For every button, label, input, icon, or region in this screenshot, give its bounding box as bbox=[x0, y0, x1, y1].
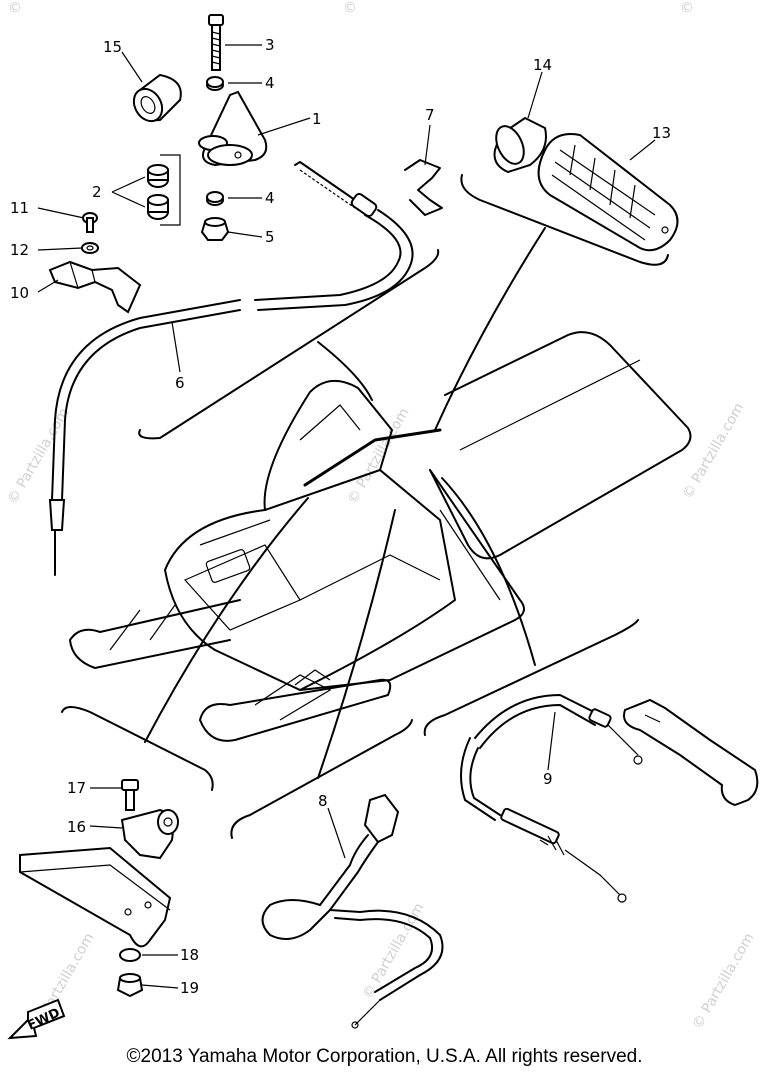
callout-6: 6 bbox=[175, 374, 185, 392]
watermark-top-left: © bbox=[8, 0, 22, 16]
part-washer-small bbox=[81, 242, 99, 254]
watermark-top-center: © bbox=[343, 0, 357, 16]
part-screw bbox=[82, 212, 98, 233]
leader-throttle bbox=[317, 341, 373, 401]
ski-right bbox=[199, 678, 392, 742]
callout-1: 1 bbox=[312, 110, 322, 128]
leader-brake bbox=[441, 477, 536, 666]
part-clamp bbox=[48, 260, 142, 314]
callout-8: 8 bbox=[318, 792, 328, 810]
callout-12: 12 bbox=[10, 241, 29, 259]
seat bbox=[429, 331, 692, 560]
callout-numbers: 1 2 3 4 4 5 6 7 8 9 10 11 12 13 14 15 16… bbox=[10, 36, 671, 997]
part-throttle-housing bbox=[198, 90, 268, 167]
callout-10: 10 bbox=[10, 284, 29, 302]
watermark-center: © Partzilla.com bbox=[345, 405, 413, 507]
frame-top-right bbox=[460, 174, 669, 266]
frame-top-left bbox=[138, 249, 440, 440]
callout-5: 5 bbox=[265, 228, 275, 246]
part-dampers bbox=[147, 154, 181, 226]
tunnel bbox=[299, 469, 525, 691]
headlight bbox=[205, 549, 251, 583]
leader-bracket bbox=[144, 497, 309, 743]
fwd-arrow: FWD bbox=[7, 998, 66, 1040]
part-bolt bbox=[208, 14, 224, 71]
part-choke-cable bbox=[261, 793, 444, 1029]
part-bolt-17 bbox=[121, 779, 139, 811]
copyright-notice: ©2013 Yamaha Motor Corporation, U.S.A. A… bbox=[126, 1046, 643, 1067]
part-throttle-cable bbox=[48, 161, 414, 576]
frame-bottom-center bbox=[230, 719, 413, 839]
part-nut-19 bbox=[116, 973, 144, 998]
callout-11: 11 bbox=[10, 199, 29, 217]
callout-2: 2 bbox=[92, 183, 102, 201]
snowmobile bbox=[69, 331, 692, 742]
callout-15: 15 bbox=[103, 38, 122, 56]
leader-choke bbox=[317, 509, 396, 779]
leader-lines bbox=[144, 227, 546, 779]
callout-14: 14 bbox=[533, 56, 552, 74]
part-washers bbox=[206, 76, 224, 206]
group-frames bbox=[61, 174, 669, 839]
callout-7: 7 bbox=[425, 106, 435, 124]
callout-leaders bbox=[37, 44, 656, 989]
part-clip bbox=[404, 159, 443, 216]
frame-bottom-right bbox=[423, 619, 639, 736]
watermark-bottom-center: © Partzilla.com bbox=[360, 900, 428, 1002]
ski-left bbox=[69, 599, 241, 669]
callout-9: 9 bbox=[543, 770, 553, 788]
frame-bottom-left bbox=[61, 706, 214, 791]
leader-grip bbox=[434, 227, 546, 431]
watermark-top-right: © bbox=[680, 0, 694, 16]
watermark-right: © Partzilla.com bbox=[680, 400, 748, 502]
handlebar bbox=[303, 428, 442, 487]
part-brake-cable bbox=[460, 694, 643, 903]
part-washer-18 bbox=[119, 948, 141, 962]
callout-18: 18 bbox=[180, 946, 199, 964]
part-grip-end bbox=[493, 116, 547, 174]
callout-16: 16 bbox=[67, 818, 86, 836]
callout-3: 3 bbox=[265, 36, 275, 54]
windshield bbox=[263, 380, 393, 511]
part-spacer bbox=[132, 73, 182, 123]
part-grip bbox=[537, 133, 679, 252]
watermark-bottom-right: © Partzilla.com bbox=[690, 930, 758, 1032]
part-brake-lever bbox=[623, 698, 759, 807]
part-plate bbox=[19, 846, 172, 948]
part-nut bbox=[200, 217, 230, 241]
hood bbox=[164, 469, 456, 691]
callout-19: 19 bbox=[180, 979, 199, 997]
callout-4b: 4 bbox=[265, 189, 275, 207]
callout-4a: 4 bbox=[265, 74, 275, 92]
callout-13: 13 bbox=[652, 124, 671, 142]
callout-17: 17 bbox=[67, 779, 86, 797]
part-holder-16 bbox=[120, 808, 179, 860]
